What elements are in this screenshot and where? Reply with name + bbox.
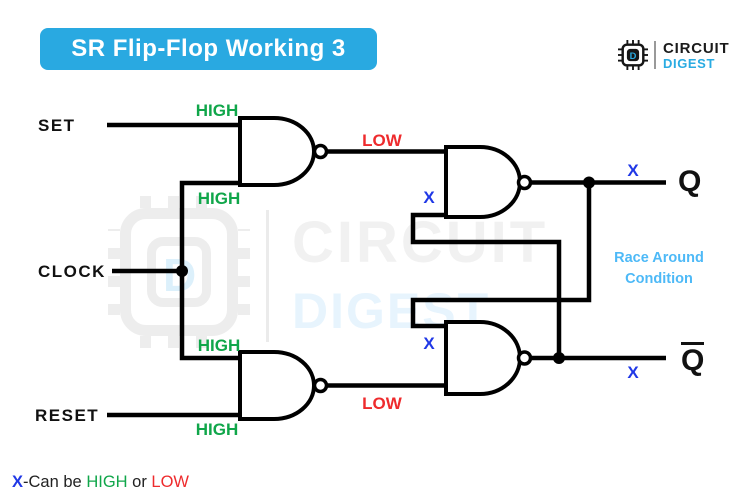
state-label-high-clock-top: HIGH bbox=[197, 189, 241, 208]
logo-divider bbox=[654, 41, 656, 69]
footnote-x: X bbox=[12, 473, 24, 491]
race-around-annotation: Race Around Condition bbox=[594, 248, 724, 290]
chip-icon: D bbox=[618, 40, 648, 70]
bubble-gate-q bbox=[516, 174, 533, 191]
input-label-set: SET bbox=[38, 116, 76, 135]
bubble-gate-reset bbox=[312, 377, 329, 394]
race-around-line1: Race Around bbox=[614, 250, 704, 266]
state-label-x-q: X bbox=[627, 161, 639, 180]
nand-gate-q bbox=[444, 145, 522, 219]
watermark-divider bbox=[266, 210, 269, 342]
watermark-chip-pins-right bbox=[238, 229, 250, 315]
state-label-low-bottom: LOW bbox=[362, 394, 402, 413]
state-label-x-qbar: X bbox=[627, 363, 639, 382]
nand-gate-reset bbox=[238, 350, 316, 421]
footnote-or: or bbox=[127, 473, 152, 491]
title-banner: SR Flip-Flop Working 3 bbox=[40, 28, 377, 70]
input-label-clock: CLOCK bbox=[38, 262, 106, 281]
bubble-gate-qbar bbox=[516, 350, 533, 366]
brand-logo: D CIRCUIT DIGEST bbox=[618, 40, 729, 70]
output-label-q: Q bbox=[678, 165, 702, 198]
state-label-high-reset: HIGH bbox=[195, 420, 239, 439]
junction-qbar bbox=[553, 352, 565, 364]
wires bbox=[107, 122, 666, 418]
state-label-x-feedback-bottom: X bbox=[423, 334, 435, 353]
logo-digest-label: DIGEST bbox=[663, 55, 715, 71]
state-label-x-feedback-top: X bbox=[423, 188, 435, 207]
junction-dots bbox=[176, 176, 595, 364]
wire-clock-branch bbox=[179, 180, 240, 361]
page-title: SR Flip-Flop Working 3 bbox=[71, 35, 346, 62]
state-label-high-set: HIGH bbox=[195, 101, 239, 120]
wire-q-feedback bbox=[410, 182, 592, 329]
race-around-line2: Condition bbox=[625, 271, 693, 287]
nand-gate-set bbox=[238, 116, 316, 187]
bubble-gate-set bbox=[312, 143, 329, 160]
footnote-high: HIGH bbox=[86, 473, 128, 491]
output-label-q-bar: Q bbox=[681, 342, 705, 377]
logo-text: CIRCUIT DIGEST bbox=[663, 41, 729, 70]
footnote: X-Can be HIGH or LOW bbox=[12, 473, 189, 492]
footnote-low: LOW bbox=[151, 473, 189, 491]
state-label-high-clock-bottom: HIGH bbox=[197, 336, 241, 355]
inverter-bubbles bbox=[312, 143, 533, 394]
logo-circuit-label: CIRCUIT bbox=[663, 39, 730, 57]
svg-text:D: D bbox=[630, 51, 637, 61]
q-bar-text: Q bbox=[681, 342, 705, 377]
nand-gates bbox=[238, 116, 522, 421]
junction-q bbox=[583, 176, 595, 189]
wire-qbar-feedback bbox=[410, 212, 562, 358]
input-label-reset: RESET bbox=[35, 406, 100, 425]
junction-clock bbox=[176, 265, 188, 277]
footnote-sep: -Can be bbox=[23, 473, 87, 491]
nand-gate-qbar bbox=[444, 320, 522, 396]
state-label-low-top: LOW bbox=[362, 131, 402, 150]
